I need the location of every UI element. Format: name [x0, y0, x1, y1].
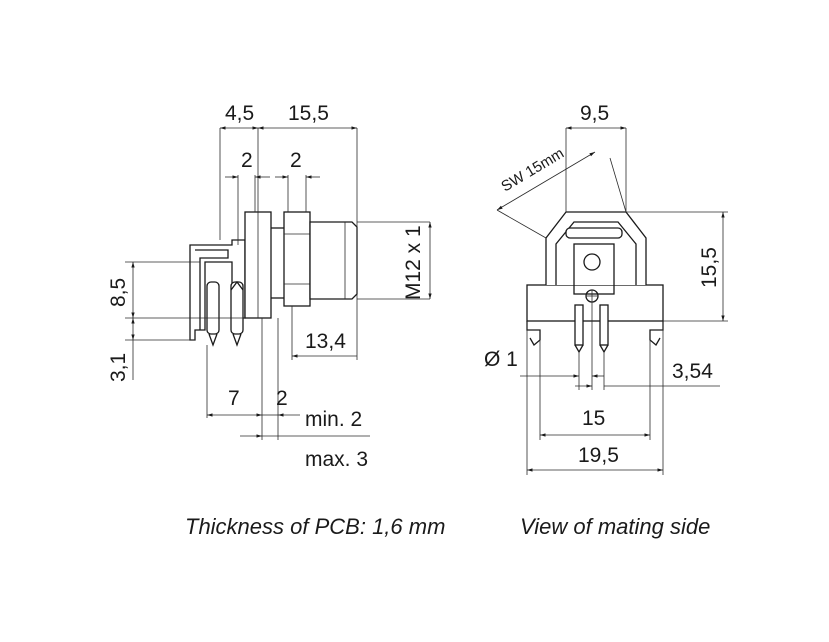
dim-4-5: 4,5	[225, 102, 254, 125]
dim-max: max. 3	[305, 448, 368, 471]
dim-9-5: 9,5	[580, 102, 609, 125]
dim-hole: Ø 1	[484, 348, 518, 371]
front-view-connector-body	[526, 211, 664, 354]
dim-19-5: 19,5	[578, 444, 619, 467]
dim-3-1: 3,1	[107, 353, 130, 382]
dim-15: 15	[582, 407, 605, 430]
dim-2-c: 2	[276, 387, 288, 410]
side-view-caption: Thickness of PCB: 1,6 mm	[185, 514, 445, 539]
dim-8-5: 8,5	[107, 278, 130, 307]
dim-3-54: 3,54	[672, 360, 713, 383]
dim-min: min. 2	[305, 408, 362, 431]
dim-2-b: 2	[290, 149, 302, 172]
front-view-caption: View of mating side	[520, 514, 710, 539]
dim-13-4: 13,4	[305, 330, 346, 353]
side-view-connector-body	[189, 211, 358, 347]
side-view: 4,5 15,5 2 2 M12 x 1 8,5 3,1 13,4 7 2 mi…	[107, 102, 445, 539]
dim-15-5-right: 15,5	[698, 247, 721, 288]
dim-thread: M12 x 1	[402, 225, 425, 300]
dim-2-a: 2	[241, 149, 253, 172]
dim-7: 7	[228, 387, 240, 410]
front-view: 9,5 SW 15mm 15,5 Ø 1 3,54 15 19,5 View o…	[484, 102, 728, 539]
dim-sw: SW 15mm	[498, 145, 567, 196]
dim-15-5: 15,5	[288, 102, 329, 125]
